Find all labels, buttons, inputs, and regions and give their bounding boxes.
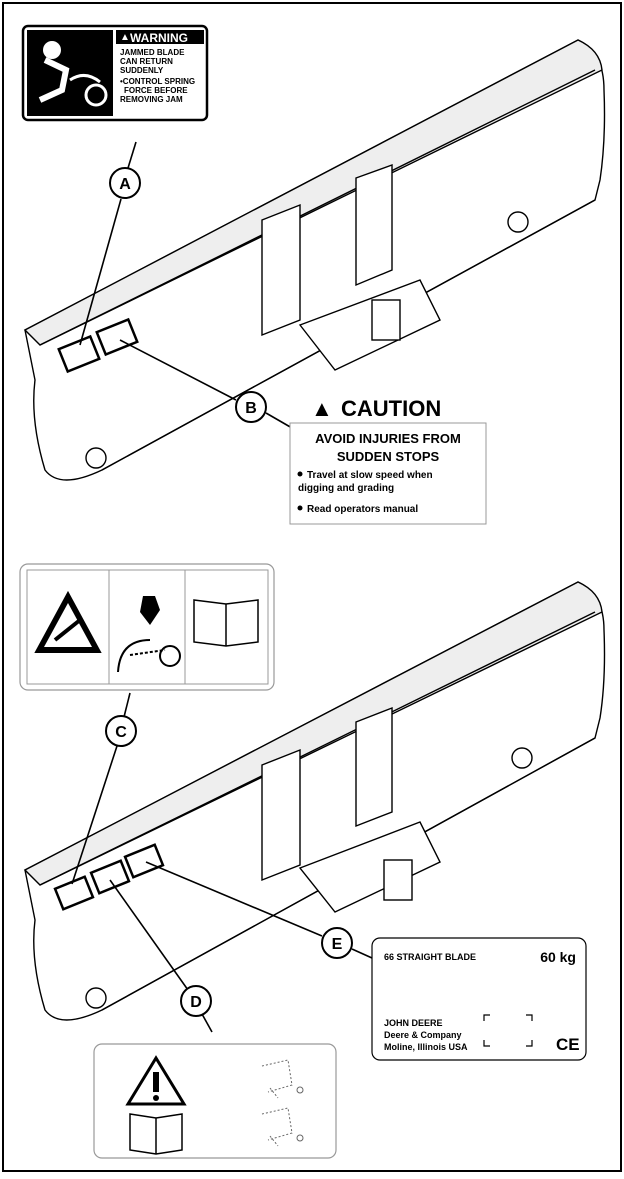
caution-header: CAUTION (341, 396, 441, 421)
blade-top-skid-right (507, 211, 529, 233)
warning-header-bar (116, 30, 204, 44)
leader-b-tail (265, 412, 293, 429)
serial-plate-model: 66 STRAIGHT BLADE (384, 952, 476, 962)
warning-line-2: CAN RETURN (120, 57, 173, 66)
caution-triangle-icon: ▲ (311, 396, 333, 421)
ce-mark: CE (556, 1035, 580, 1054)
blade-top-hitch-plate (371, 299, 401, 341)
serial-plate-maker-1: JOHN DEERE (384, 1018, 443, 1028)
pin-icon-lower (296, 1134, 304, 1142)
blade-top-skid-left (85, 447, 107, 469)
decal-location-b (95, 317, 139, 357)
warning-line-6: REMOVING JAM (120, 95, 183, 104)
decal-location-c (53, 875, 95, 911)
callout-a-label: A (119, 176, 131, 193)
blade-bottom (23, 581, 606, 1021)
blade-arc-icon (117, 639, 151, 673)
caution-title-line-2: SUDDEN STOPS (337, 449, 440, 464)
leader-d (109, 879, 189, 991)
alert-exclamation-dot (153, 1095, 159, 1101)
serial-number-field (483, 1014, 533, 1047)
blade-bottom-hitch (298, 821, 441, 913)
blade-bottom-edge (23, 581, 603, 886)
callout-d-circle (180, 985, 212, 1017)
blade-bottom-rib (39, 611, 596, 886)
pin-icon-upper (296, 1086, 304, 1094)
caution-text-1a: Travel at slow speed when (307, 470, 433, 481)
alert-exclamation-bar (153, 1072, 159, 1092)
pictorial-decal-c (19, 563, 275, 691)
spring-icon (129, 649, 166, 656)
warning-triangle-icon: ▲ (120, 32, 130, 43)
leader-a-top (127, 141, 137, 169)
caution-text-1b: digging and grading (298, 483, 394, 494)
leader-e (145, 861, 323, 937)
callout-b-label: B (245, 400, 257, 417)
caution-decal: ▲ CAUTION AVOID INJURIES FROM SUDDEN STO… (289, 396, 487, 525)
callout-b-circle (235, 391, 267, 423)
mount-pin-icon-upper (261, 1059, 293, 1099)
pictorial-decal-d (93, 1043, 337, 1159)
serial-plate-border (371, 937, 587, 1061)
caution-bullet-2 (297, 505, 303, 511)
warning-person-arm (38, 57, 70, 103)
blade-top-edge (23, 39, 603, 346)
caution-decal-border (289, 422, 487, 525)
warning-header: WARNING (130, 31, 188, 45)
callout-c-circle (105, 715, 137, 747)
leader-e-tail (351, 948, 373, 959)
warning-decal: WARNING ▲ JAMMED BLADE CAN RETURN SUDDEN… (21, 24, 209, 122)
caution-text-2: Read operators manual (307, 504, 418, 515)
serial-plate-weight: 60 kg (540, 949, 576, 965)
caution-title-line-1: AVOID INJURIES FROM (315, 431, 461, 446)
leader-d-tail (201, 1013, 213, 1033)
leader-a (79, 198, 122, 346)
warning-line-4: •CONTROL SPRING (120, 77, 195, 86)
warning-line-1: JAMMED BLADE (120, 48, 185, 57)
blade-top (23, 39, 606, 481)
blade-bottom-skid-left (85, 987, 107, 1009)
blade-bottom-hitch-plate (383, 859, 413, 901)
crush-hazard-inner (44, 603, 92, 647)
warning-person-head (43, 41, 61, 59)
decal-location-a (57, 334, 101, 374)
decal-location-d (89, 859, 131, 895)
blade-top-rib (39, 69, 596, 346)
serial-plate: 66 STRAIGHT BLADE 60 kg JOHN DEERE Deere… (371, 937, 587, 1061)
leader-b (119, 339, 237, 401)
blade-bottom-pivot-right (355, 706, 393, 828)
decal-location-e (123, 843, 165, 879)
serial-plate-maker-3: Moline, Illinois USA (384, 1042, 468, 1052)
callout-d-label: D (190, 994, 202, 1011)
warning-wheel-icon (84, 83, 108, 107)
crush-hazard-hand (53, 618, 82, 642)
callout-e-label: E (332, 936, 343, 953)
callout-a-circle (109, 167, 141, 199)
leader-c-top (123, 692, 131, 718)
leader-c (71, 745, 118, 885)
blade-bottom-pivot-left (261, 748, 301, 882)
callout-e-circle (321, 927, 353, 959)
blade-bottom-skid-right (511, 747, 533, 769)
callout-c-label: C (115, 724, 127, 741)
blade-top-pivot-right (355, 164, 393, 287)
serial-plate-maker-2: Deere & Company (384, 1030, 462, 1040)
warning-line-3: SUDDENLY (120, 66, 164, 75)
blade-top-pivot-left (261, 203, 301, 337)
warning-spring-icon (69, 74, 101, 84)
pivot-icon (159, 645, 181, 667)
caution-bullet-1 (297, 471, 303, 477)
mount-pin-icon-lower (261, 1107, 293, 1147)
hand-icon (140, 596, 160, 625)
warning-line-5: FORCE BEFORE (124, 86, 188, 95)
blade-top-hitch (298, 279, 441, 371)
decal-c-panel-2 (108, 569, 186, 685)
